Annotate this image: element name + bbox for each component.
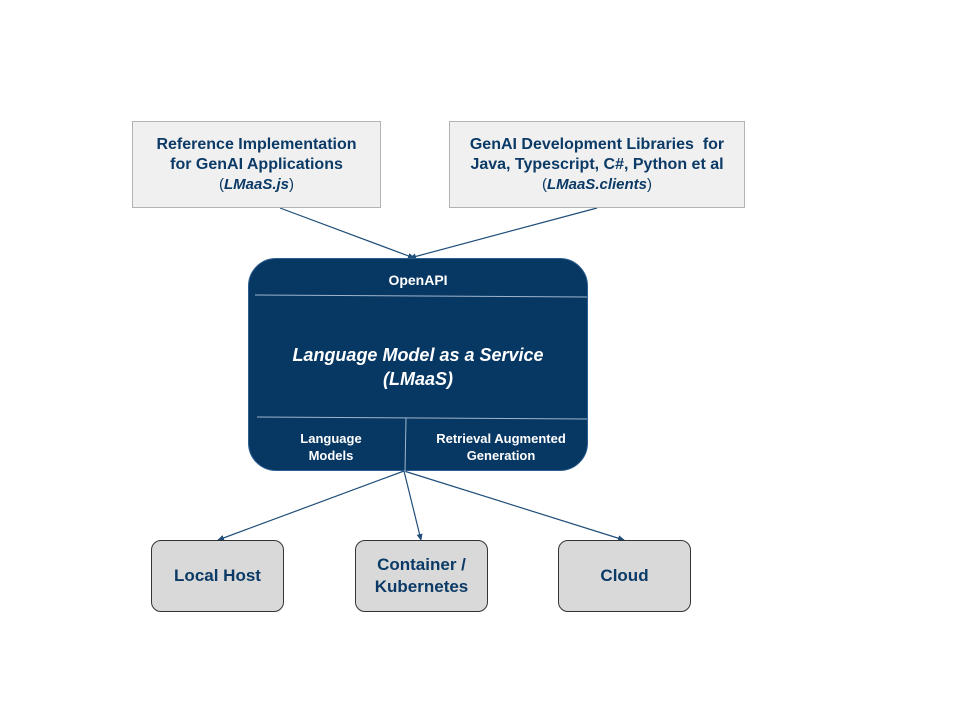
reference-line-2: for GenAI Applications [170, 155, 343, 173]
service-title: Language Model as a Service (LMaaS) [292, 345, 544, 389]
rag-cell: Retrieval Augmented Generation [436, 431, 566, 463]
libraries-line-1: GenAI Development Libraries for [469, 135, 725, 153]
container-kubernetes-box: Container / Kubernetes [355, 540, 488, 612]
openapi-label: OpenAPI [388, 272, 448, 288]
arrow-service-to-local [217, 470, 405, 541]
arrow-reference-to-service [279, 207, 415, 259]
libraries-package-name: LMaaS.clients [546, 175, 648, 193]
reference-line-1: Reference Implementation [156, 135, 357, 153]
libraries-subtitle: (LMaaS.clients) [541, 175, 653, 193]
reference-subtitle: (LMaaS.js) [218, 175, 295, 193]
lmaas-service-box: OpenAPI Language Model as a Service (LMa… [248, 258, 588, 472]
development-libraries-box: GenAI Development Libraries for Java, Ty… [449, 121, 745, 208]
container-label-line-1: Container / [377, 555, 466, 574]
local-host-label: Local Host [174, 566, 261, 585]
language-models-cell: Language Models [300, 431, 362, 463]
service-divider-lines [254, 294, 588, 472]
local-host-box: Local Host [151, 540, 284, 612]
arrow-service-to-cloud [403, 470, 625, 542]
reference-implementation-box: Reference Implementation for GenAI Appli… [132, 121, 381, 208]
arrow-libraries-to-service [409, 207, 598, 260]
container-label-line-2: Kubernetes [374, 577, 469, 596]
cloud-box: Cloud [558, 540, 691, 612]
arrow-service-to-container [403, 470, 423, 541]
libraries-line-2: Java, Typescript, C#, Python et al [470, 155, 724, 173]
reference-package-name: LMaaS.js [223, 175, 290, 193]
cloud-label: Cloud [600, 566, 649, 585]
